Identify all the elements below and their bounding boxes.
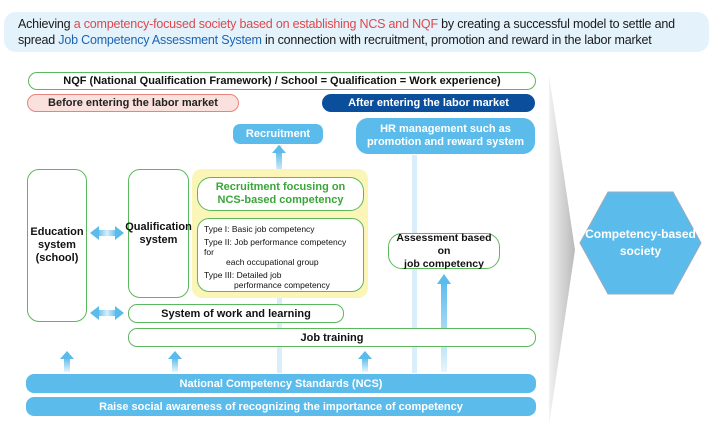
assessment-box: Assessment based on job competency (388, 231, 500, 270)
qualification-line: system (139, 233, 178, 246)
up-arrow-icon (358, 351, 372, 372)
competency-types-box: Type I: Basic job competency Type II: Jo… (197, 218, 364, 292)
recruitment-focus-line: Recruitment focusing on (215, 181, 346, 193)
education-line: Education (30, 226, 84, 238)
nqf-box: NQF (National Qualification Framework) /… (28, 72, 536, 90)
society-line: society (619, 244, 662, 258)
banner-text: in connection with recruitment, promotio… (261, 33, 652, 47)
ncs-bar: National Competency Standards (NCS) (26, 374, 536, 393)
type-3-cont: performance competency (234, 280, 330, 290)
before-labor-market-label: Before entering the labor market (27, 94, 239, 112)
type-2-cont: each occupational group (226, 257, 319, 267)
type-3: Type III: Detailed job (204, 270, 282, 280)
recruitment-box: Recruitment (233, 124, 323, 144)
assessment-line: Assessment based on (396, 231, 492, 257)
society-line: Competency-based (585, 227, 696, 241)
job-training-box: Job training (128, 328, 536, 347)
banner-highlight-red: a competency-focused society based on es… (73, 17, 438, 31)
double-arrow-icon (90, 226, 124, 240)
qualification-system-box: Qualification system (125, 169, 192, 298)
competency-society-hexagon: Competency-based society (578, 190, 703, 296)
double-arrow-icon (90, 306, 124, 320)
hr-line: HR management such as (380, 123, 511, 135)
up-arrow-icon (272, 145, 286, 169)
banner-highlight-blue: Job Competency Assessment System (58, 33, 262, 47)
recruitment-focus-line: NCS-based competency (217, 194, 344, 206)
qualification-line: Qualification (125, 220, 192, 233)
after-labor-market-label: After entering the labor market (322, 94, 535, 112)
chevron-arrow-icon (549, 75, 575, 425)
education-line: system (38, 239, 76, 251)
raise-awareness-bar: Raise social awareness of recognizing th… (26, 397, 536, 416)
education-system-box: Education system (school) (27, 169, 87, 322)
hexagon-icon (579, 191, 702, 295)
type-1: Type I: Basic job competency (204, 224, 315, 234)
up-arrow-icon (168, 351, 182, 372)
education-line: (school) (35, 252, 79, 264)
assessment-line: job competency (404, 257, 484, 270)
hr-line: promotion and reward system (366, 136, 525, 148)
work-learning-box: System of work and learning (128, 304, 344, 323)
hr-management-box: HR management such as promotion and rewa… (356, 118, 535, 154)
banner-text: Achieving (18, 17, 74, 31)
up-arrow-icon (60, 351, 74, 372)
type-2: Type II: Job performance competency for (204, 237, 347, 257)
banner-text: by creating a successful model to settle… (18, 17, 675, 47)
up-arrow-icon (437, 274, 451, 372)
goal-banner: Achieving a competency-focused society b… (4, 12, 709, 52)
recruitment-focus-box: Recruitment focusing on NCS-based compet… (197, 177, 364, 211)
